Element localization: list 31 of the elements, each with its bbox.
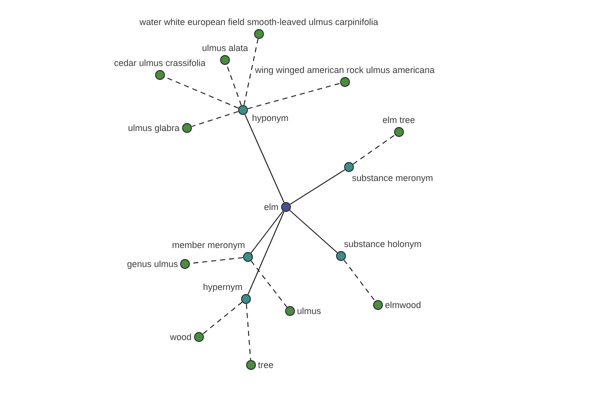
connector-line: [244, 114, 284, 203]
node-label: elm tree: [382, 115, 416, 126]
connector-line: [202, 302, 243, 334]
connector-line: [226, 64, 242, 106]
node-label: ulmus glabra: [128, 122, 180, 134]
connector-line: [246, 304, 252, 360]
node-label: member meronym: [172, 240, 246, 251]
node-label: water white european field smooth-leaved ulmus carpinifolia: [140, 17, 378, 28]
node-label: ulmus: [297, 306, 322, 316]
connector-line: [244, 38, 258, 106]
connector-line: [289, 210, 338, 254]
node-label: ulmus alata: [202, 43, 248, 54]
connector-line: [344, 260, 376, 302]
node-label: wing winged american rock ulmus americana: [255, 65, 435, 76]
connector-line: [247, 82, 341, 110]
node-label: elm: [264, 202, 279, 212]
connector-line: [250, 210, 284, 254]
node-label: substance meronym: [352, 173, 434, 184]
node-label: wood: [170, 332, 192, 342]
node-label: tree: [258, 360, 274, 370]
connector-line: [191, 111, 239, 127]
node-label: substance holonym: [344, 239, 422, 250]
node-label: hypernym: [203, 282, 243, 293]
connector-line: [352, 134, 396, 165]
connector-line: [290, 169, 346, 205]
node-label: genus ulmus: [127, 258, 178, 270]
node-label: hyponym: [252, 112, 289, 124]
node-label: elmwood: [385, 300, 422, 310]
connector-line: [250, 260, 288, 308]
node-label: cedar ulmus crassifolia: [114, 58, 206, 69]
connector-line: [248, 211, 284, 295]
